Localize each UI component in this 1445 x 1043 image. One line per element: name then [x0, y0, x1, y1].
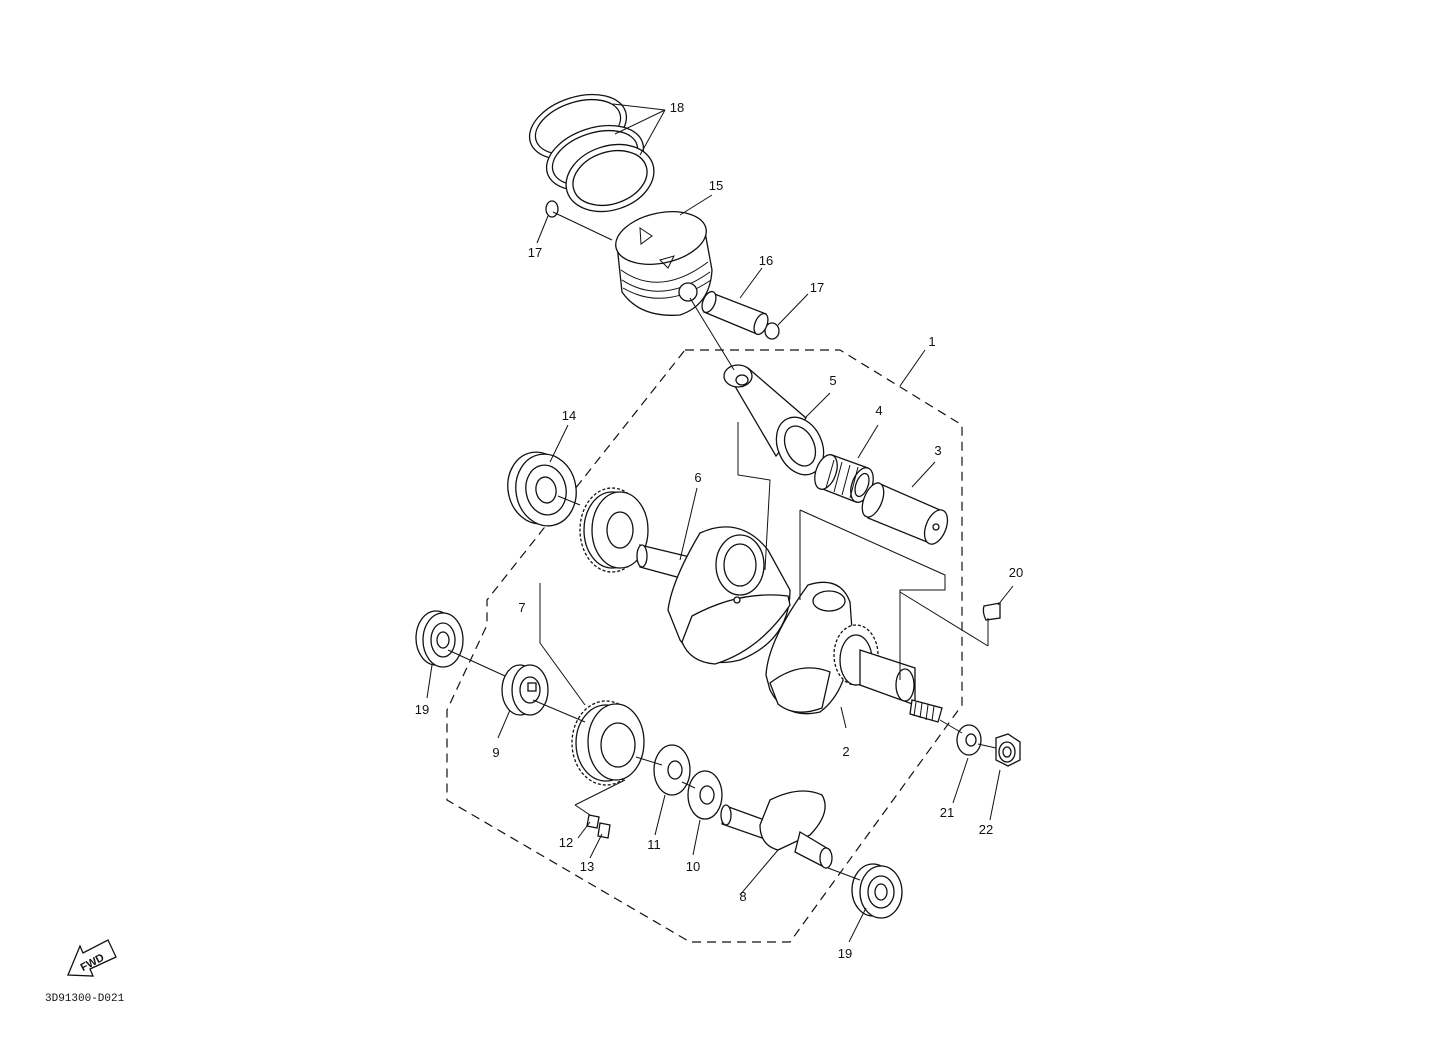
callout-19-left: 19 [415, 702, 429, 717]
drawing-code: 3D91300-D021 [45, 993, 125, 1005]
needle-bearing-part [814, 454, 874, 503]
crank-left-part [636, 526, 791, 665]
piston-pin-part [701, 290, 769, 336]
washer-11-part [653, 744, 691, 796]
washer-10-part [687, 770, 723, 820]
callout-11: 11 [647, 837, 661, 852]
bearing-19-left-part [415, 610, 464, 668]
callout-17-left: 17 [528, 245, 542, 260]
callout-leader-lines [426, 103, 1014, 943]
woodruff-key-part [982, 602, 1001, 621]
callout-10: 10 [686, 859, 700, 874]
callout-15: 15 [709, 178, 723, 193]
callout-8: 8 [739, 889, 746, 904]
callout-9: 9 [492, 745, 499, 760]
balancer-shaft-part [720, 790, 833, 869]
circlip-right-part [764, 322, 780, 340]
nut-22-part [995, 733, 1021, 767]
callout-5: 5 [829, 373, 836, 388]
drive-gear-lower-part [571, 700, 645, 786]
crankshaft-assembly-boundary [446, 349, 963, 943]
callout-14: 14 [562, 408, 576, 423]
assembly-center-lines [447, 211, 997, 881]
callout-22: 22 [979, 822, 993, 837]
callout-7: 7 [518, 600, 525, 615]
callout-2: 2 [842, 744, 849, 759]
callout-6: 6 [694, 470, 701, 485]
callout-4: 4 [875, 403, 882, 418]
bearing-19-right-part [851, 863, 903, 919]
washer-21-part [956, 724, 982, 756]
callout-13: 13 [580, 859, 594, 874]
crank-right-part [765, 581, 943, 723]
callout-17-right: 17 [810, 280, 824, 295]
circlip-left-part [545, 200, 559, 218]
callout-16: 16 [759, 253, 773, 268]
connecting-rod-part [723, 364, 825, 476]
drive-gear-upper-part [579, 487, 649, 573]
piston-rings-part [528, 93, 655, 213]
crank-pin-part [861, 482, 949, 545]
piston-part [615, 211, 713, 316]
dowel-pin-12-part [586, 814, 600, 829]
callout-18: 18 [670, 100, 684, 115]
gear-hub-part [501, 664, 549, 716]
callout-1: 1 [928, 334, 935, 349]
callout-20: 20 [1009, 565, 1023, 580]
callout-12: 12 [559, 835, 573, 850]
callout-19-right: 19 [838, 946, 852, 961]
callout-3: 3 [934, 443, 941, 458]
dowel-pin-13-part [597, 822, 611, 839]
bearing-14-part [507, 451, 577, 527]
fwd-arrow-icon: FWD [67, 939, 117, 977]
callout-21: 21 [940, 805, 954, 820]
